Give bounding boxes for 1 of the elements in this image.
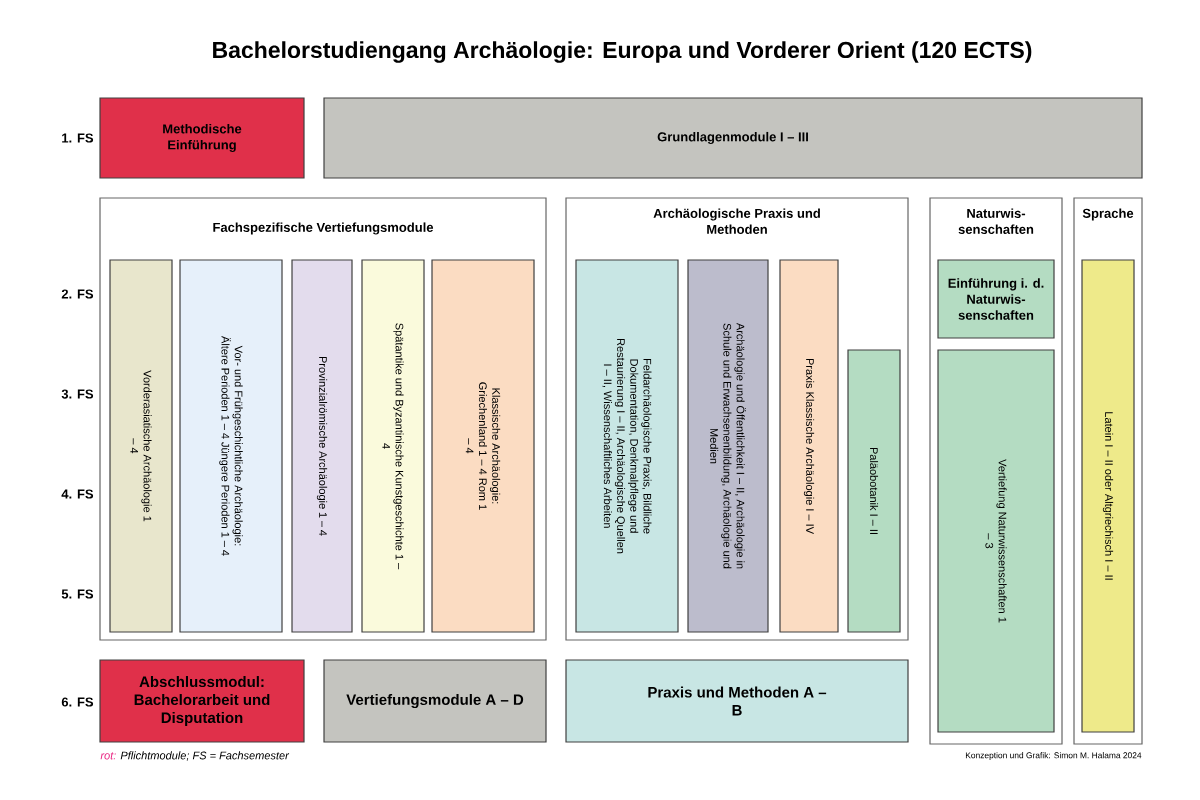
title: Bachelorstudiengang Archäologie: Europa und Vorderer Orient (120 ECTS) [213, 41, 1032, 63]
